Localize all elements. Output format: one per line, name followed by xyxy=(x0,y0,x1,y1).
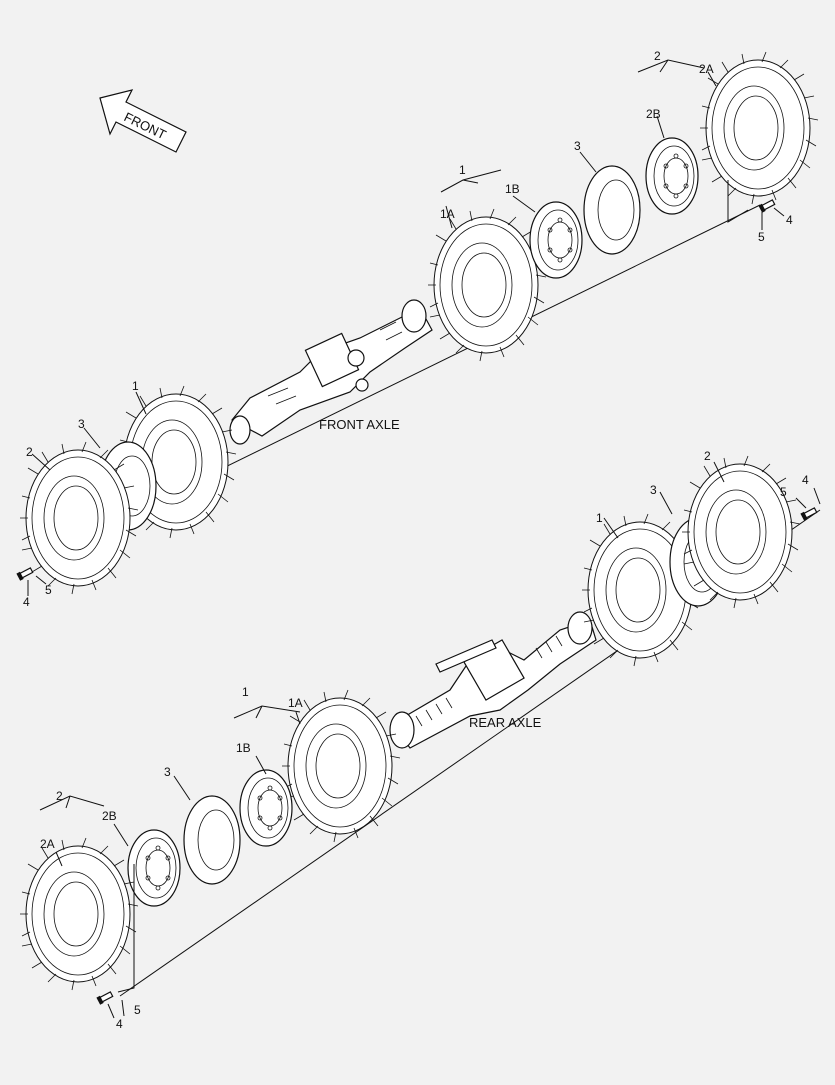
callout-5-front-left: 5 xyxy=(45,583,52,597)
callout-1b-rear-left: 1B xyxy=(236,741,251,755)
callout-2-rear-left: 2 xyxy=(56,789,63,803)
callout-2a-rear-left: 2A xyxy=(40,837,55,851)
front-right-inner-tire xyxy=(427,208,547,362)
rear-left-bolt xyxy=(95,989,115,1006)
front-axle-label: FRONT AXLE xyxy=(319,417,400,432)
callout-1-front-right: 1 xyxy=(459,163,466,177)
callout-3-front-right: 3 xyxy=(574,139,581,153)
callout-5-front-right: 5 xyxy=(758,230,765,244)
rear-axle xyxy=(389,611,597,749)
callout-1a-rear-left: 1A xyxy=(288,696,303,710)
callout-5-rear-right: 5 xyxy=(780,485,787,499)
front-right-outer-tire xyxy=(699,51,819,205)
callout-2-front-left: 2 xyxy=(26,445,33,459)
callout-3-front-left: 3 xyxy=(78,417,85,431)
callout-1-rear-right: 1 xyxy=(596,511,603,525)
front-axle-group: FRONT AXLE xyxy=(15,51,819,596)
front-right-bolt xyxy=(757,197,777,214)
callout-3-rear-right: 3 xyxy=(650,483,657,497)
callout-2b-rear-left: 2B xyxy=(102,809,117,823)
rear-left-inner-rim xyxy=(239,769,293,847)
callout-1-front-left: 1 xyxy=(132,379,139,393)
callout-1-rear-left: 1 xyxy=(242,685,249,699)
callout-4-front-right: 4 xyxy=(786,213,793,227)
callout-2-rear-right: 2 xyxy=(704,449,711,463)
callout-1a-front-right: 1A xyxy=(440,207,455,221)
front-right-inner-rim xyxy=(529,201,583,279)
rear-axle-label: REAR AXLE xyxy=(469,715,542,730)
callout-3-rear-left: 3 xyxy=(164,765,171,779)
callout-4-front-left: 4 xyxy=(23,595,30,609)
callout-2a-front-right: 2A xyxy=(699,62,714,76)
front-direction-arrow: FRONT xyxy=(99,89,187,153)
rear-left-outer-rim xyxy=(127,829,181,907)
front-left-bolt xyxy=(15,565,35,582)
front-right-outer-rim xyxy=(645,137,699,215)
callout-2-front-right: 2 xyxy=(654,49,661,63)
rear-right-bolt xyxy=(799,505,819,522)
callout-4-rear-left: 4 xyxy=(116,1017,123,1031)
front-right-spacer xyxy=(583,165,641,255)
callout-2b-front-right: 2B xyxy=(646,107,661,121)
rear-left-spacer xyxy=(183,795,241,885)
callout-1b-front-right: 1B xyxy=(505,182,520,196)
rear-left-outer-tire xyxy=(19,837,139,991)
callout-5-rear-left: 5 xyxy=(134,1003,141,1017)
rear-axle-group: REAR AXLE xyxy=(19,455,821,1019)
rear-left-inner-tire xyxy=(281,689,401,843)
front-axle xyxy=(229,299,433,445)
callout-4-rear-right: 4 xyxy=(802,473,809,487)
